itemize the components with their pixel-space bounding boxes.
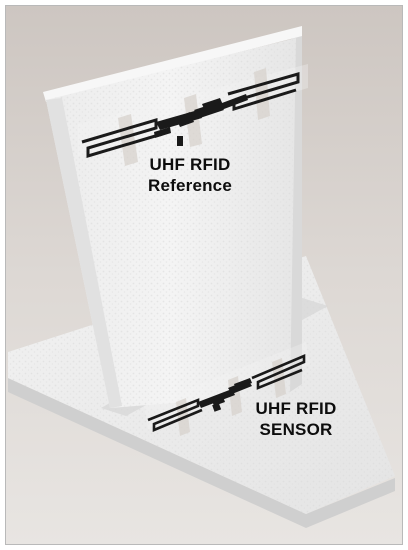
panel-top	[43, 26, 302, 102]
reference-rfid-tag	[78, 64, 308, 166]
sensor-label-line1: UHF RFID	[255, 399, 337, 418]
panel-front-texture	[46, 38, 296, 408]
panel-left-edge	[46, 98, 122, 408]
sensor-rfid-tag	[144, 342, 310, 436]
reference-label-line2: Reference	[147, 176, 232, 195]
reference-label: UHF RFID Reference	[132, 154, 248, 196]
sensor-label: UHF RFID SENSOR	[246, 398, 346, 440]
sensor-label-line2: SENSOR	[259, 420, 333, 439]
reference-label-line1: UHF RFID	[149, 155, 231, 174]
photo	[5, 5, 403, 545]
photo-scene	[6, 6, 402, 544]
